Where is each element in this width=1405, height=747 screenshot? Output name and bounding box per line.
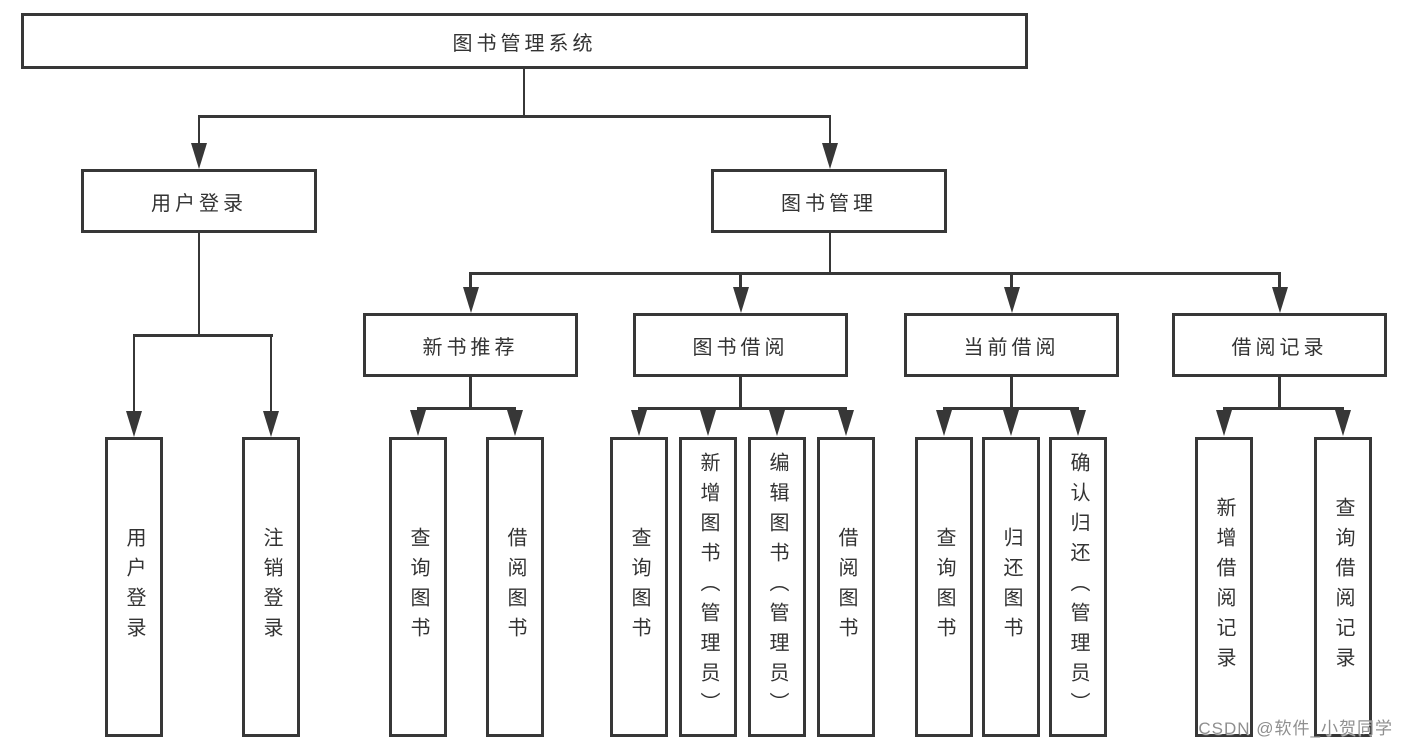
arrow-into-book-management xyxy=(822,143,838,169)
leaf-query-books-recommend: 查询图书 xyxy=(389,437,447,737)
leaf-return-books-label: 归还图书 xyxy=(1000,527,1022,647)
edge-new-book-recommendation-bar xyxy=(416,407,517,410)
arrow-into-confirm-return-admin xyxy=(1070,410,1086,436)
node-book-management: 图书管理 xyxy=(711,169,947,233)
leaf-borrow-books: 借阅图书 xyxy=(817,437,875,737)
edge-borrowing-records-bar xyxy=(1222,407,1345,410)
node-borrowing-records: 借阅记录 xyxy=(1172,313,1387,377)
edge-book-management-stem xyxy=(828,233,832,274)
leaf-user-login-label: 用户登录 xyxy=(123,527,145,647)
leaf-add-borrow-record: 新增借阅记录 xyxy=(1195,437,1253,737)
leaf-query-borrow-record: 查询借阅记录 xyxy=(1314,437,1372,737)
arrow-into-borrowing-records xyxy=(1271,287,1288,313)
leaf-logout: 注销登录 xyxy=(242,437,300,737)
leaf-add-books-admin: 新增图书（管理员） xyxy=(679,437,737,737)
node-user-login: 用户登录 xyxy=(81,169,317,233)
arrow-into-add-books-admin xyxy=(700,410,716,436)
edge-drop-current-borrowing xyxy=(1010,272,1013,290)
arrow-into-query-books-recommend xyxy=(410,410,426,436)
node-library-management-system-label: 图书管理系统 xyxy=(452,32,597,55)
leaf-borrow-books-label: 借阅图书 xyxy=(835,527,857,647)
edge-book-borrowing-stem xyxy=(739,377,742,409)
leaf-query-books-current-label: 查询图书 xyxy=(933,527,955,647)
node-user-login-label: 用户登录 xyxy=(151,192,247,215)
edge-drop-book-management xyxy=(828,115,832,145)
leaf-query-books-current: 查询图书 xyxy=(915,437,973,737)
arrow-into-leaf-logout xyxy=(263,411,279,437)
edge-user-login-stem xyxy=(197,233,201,336)
edge-drop-user-login xyxy=(197,115,201,145)
leaf-user-login: 用户登录 xyxy=(105,437,163,737)
edge-root-stem xyxy=(522,69,526,117)
node-borrowing-records-label: 借阅记录 xyxy=(1231,336,1328,359)
edge-drop-borrowing-records xyxy=(1278,272,1281,290)
edge-book-borrowing-bar xyxy=(637,407,848,410)
leaf-confirm-return-admin: 确认归还（管理员） xyxy=(1049,437,1107,737)
edge-drop-book-borrowing xyxy=(739,272,742,290)
edge-drop-leaf-user-login xyxy=(132,334,136,414)
arrow-into-leaf-user-login xyxy=(126,411,142,437)
edge-drop-new-book-recommendation xyxy=(469,272,472,290)
arrow-into-borrow-books-recommend xyxy=(507,410,523,436)
arrow-into-add-borrow-record xyxy=(1216,410,1232,436)
edge-root-bar xyxy=(197,115,832,118)
node-book-borrowing-label: 图书借阅 xyxy=(692,336,789,359)
node-book-management-label: 图书管理 xyxy=(781,192,877,215)
arrow-into-borrow-books xyxy=(838,410,854,436)
edge-current-borrowing-stem xyxy=(1010,377,1013,409)
leaf-confirm-return-admin-label: 确认归还（管理员） xyxy=(1067,452,1089,722)
leaf-query-books-recommend-label: 查询图书 xyxy=(407,527,429,647)
node-current-borrowing-label: 当前借阅 xyxy=(963,336,1060,359)
leaf-add-books-admin-label: 新增图书（管理员） xyxy=(697,452,719,722)
csdn-watermark: CSDN @软件_小贺同学 xyxy=(1198,719,1393,738)
leaf-query-books-borrowing-label: 查询图书 xyxy=(628,527,650,647)
leaf-return-books: 归还图书 xyxy=(982,437,1040,737)
arrow-into-user-login xyxy=(191,143,207,169)
arrow-into-return-books xyxy=(1003,410,1019,436)
node-library-management-system: 图书管理系统 xyxy=(21,13,1028,69)
node-new-book-recommendation: 新书推荐 xyxy=(363,313,578,377)
edge-book-management-bar xyxy=(469,272,1281,275)
arrow-into-query-books-current xyxy=(936,410,952,436)
leaf-borrow-books-recommend-label: 借阅图书 xyxy=(504,527,526,647)
edge-user-login-bar xyxy=(132,334,274,337)
edge-new-book-recommendation-stem xyxy=(469,377,472,409)
arrow-into-query-borrow-record xyxy=(1335,410,1351,436)
arrow-into-query-books-borrowing xyxy=(631,410,647,436)
node-book-borrowing: 图书借阅 xyxy=(633,313,848,377)
leaf-edit-books-admin: 编辑图书（管理员） xyxy=(748,437,806,737)
leaf-add-borrow-record-label: 新增借阅记录 xyxy=(1213,497,1235,677)
arrow-into-current-borrowing xyxy=(1003,287,1020,313)
leaf-query-books-borrowing: 查询图书 xyxy=(610,437,668,737)
arrow-into-new-book-recommendation xyxy=(462,287,479,313)
leaf-logout-label: 注销登录 xyxy=(260,527,282,647)
node-new-book-recommendation-label: 新书推荐 xyxy=(422,336,519,359)
leaf-borrow-books-recommend: 借阅图书 xyxy=(486,437,544,737)
node-current-borrowing: 当前借阅 xyxy=(904,313,1119,377)
edge-drop-leaf-logout xyxy=(269,334,273,414)
edge-borrowing-records-stem xyxy=(1278,377,1281,409)
arrow-into-edit-books-admin xyxy=(769,410,785,436)
leaf-query-borrow-record-label: 查询借阅记录 xyxy=(1332,497,1354,677)
leaf-edit-books-admin-label: 编辑图书（管理员） xyxy=(766,452,788,722)
arrow-into-book-borrowing xyxy=(732,287,749,313)
